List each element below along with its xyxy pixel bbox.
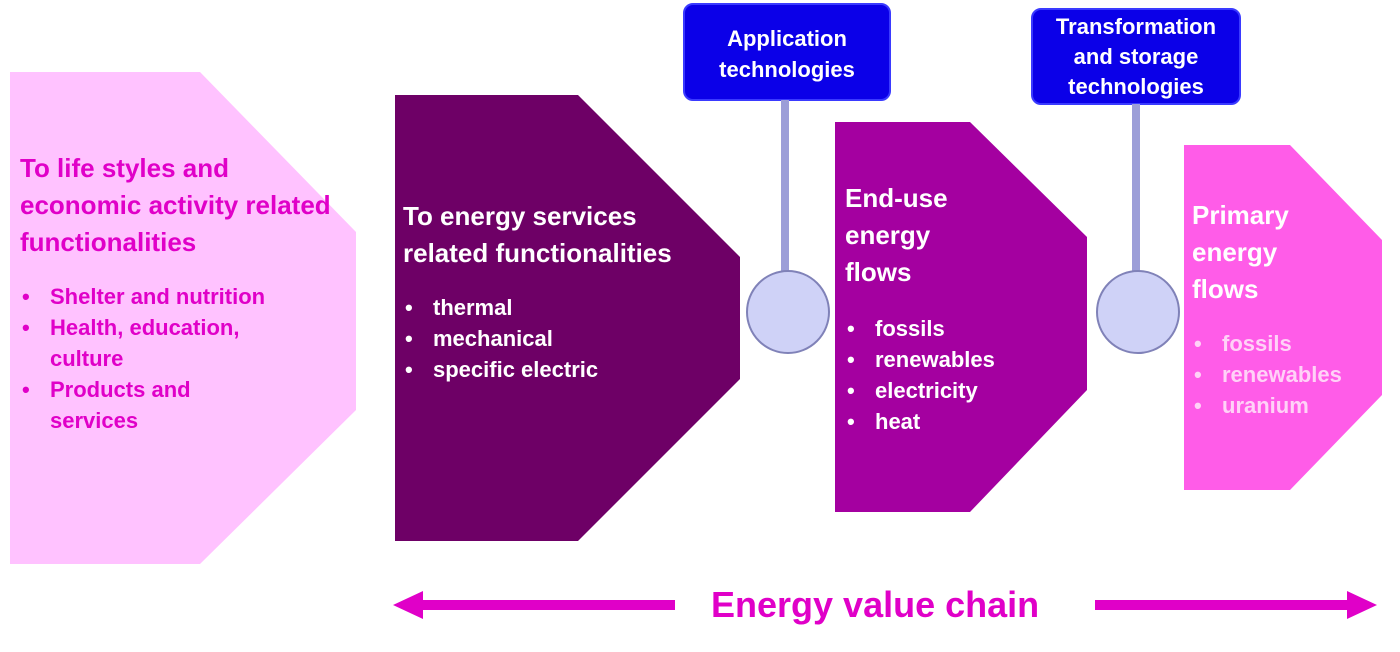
list-item: heat	[845, 406, 1075, 437]
primary-energy-list: fossils renewables uranium	[1192, 328, 1378, 421]
list-item: uranium	[1192, 390, 1378, 421]
list-item: specific electric	[403, 354, 723, 385]
end-use-list: fossils renewables electricity heat	[845, 313, 1075, 437]
list-item: Products and services	[20, 374, 250, 436]
end-use-box: End-use energy flows fossils renewables …	[835, 122, 1087, 512]
list-item: fossils	[845, 313, 1075, 344]
energy-services-title: To energy services related functionaliti…	[403, 201, 672, 268]
list-item: mechanical	[403, 323, 723, 354]
list-item: renewables	[845, 344, 1075, 375]
end-use-title: End-use energy flows	[845, 183, 948, 287]
list-item: fossils	[1192, 328, 1378, 359]
primary-energy-box: Primary energy flows fossils renewables …	[1184, 145, 1382, 490]
energy-services-list: thermal mechanical specific electric	[403, 292, 723, 385]
list-item: electricity	[845, 375, 1075, 406]
lifestyle-box: To life styles and economic activity rel…	[10, 72, 356, 564]
primary-energy-title: Primary energy flows	[1192, 200, 1289, 304]
application-connector	[781, 100, 789, 276]
transformation-technologies-box: Transformation and storage technologies	[1031, 8, 1241, 105]
value-chain-label: Energy value chain	[711, 584, 1040, 625]
list-item: Shelter and nutrition	[20, 281, 350, 312]
application-technologies-label: Application technologies	[719, 26, 855, 82]
list-item: thermal	[403, 292, 723, 323]
transformation-technologies-label: Transformation and storage technologies	[1055, 14, 1217, 99]
list-item: renewables	[1192, 359, 1378, 390]
lifestyle-list: Shelter and nutrition Health, education,…	[20, 281, 350, 436]
application-node	[746, 270, 830, 354]
list-item: Health, education, culture	[20, 312, 290, 374]
transformation-connector	[1132, 104, 1140, 276]
value-chain-right-arrow	[1095, 591, 1377, 619]
transformation-node	[1096, 270, 1180, 354]
application-technologies-box: Application technologies	[683, 3, 891, 101]
energy-services-box: To energy services related functionaliti…	[395, 95, 740, 541]
lifestyle-title: To life styles and economic activity rel…	[20, 153, 331, 257]
value-chain-left-arrow	[393, 591, 675, 619]
